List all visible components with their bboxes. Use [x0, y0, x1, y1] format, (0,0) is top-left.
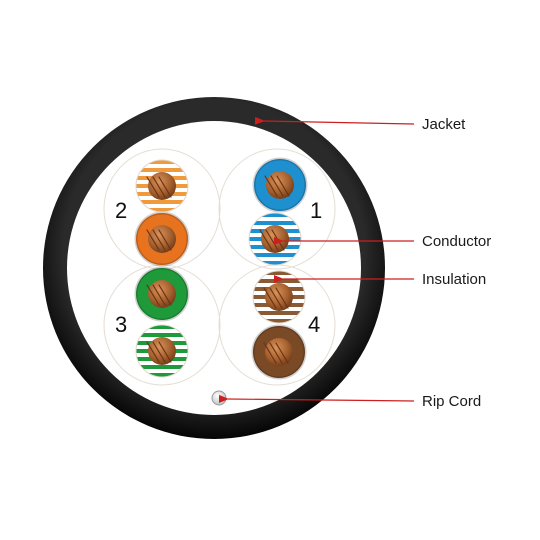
rip-cord-label: Rip Cord [422, 393, 481, 410]
brown-striped-wire-insulation-edge [252, 270, 306, 324]
green-solid-wire-strand [146, 284, 160, 306]
blue-solid-wire-strand [270, 175, 284, 197]
conductor-label: Conductor [422, 233, 491, 250]
green-striped-wire-stripe [136, 325, 188, 329]
blue-striped-wire-stripe [249, 261, 301, 265]
blue-striped-wire [248, 212, 302, 266]
brown-striped-wire [252, 270, 306, 324]
blue-solid-wire-strand [276, 175, 290, 197]
insulation-label: Insulation [422, 271, 486, 288]
blue-solid-wire-insulation-edge [252, 157, 308, 213]
green-striped-wire-stripe [136, 333, 188, 337]
green-solid-wire-insulation-edge [134, 266, 190, 322]
pair-number-2: 2 [115, 198, 127, 223]
blue-striped-wire-stripe [249, 221, 301, 225]
jacket-callout-line [254, 116, 415, 125]
orange-striped-wire-strand [158, 176, 172, 198]
brown-solid-wire-insulation-edge [251, 324, 307, 380]
green-striped-wire-strand [146, 341, 160, 363]
orange-striped-wire-strand [146, 176, 160, 198]
green-striped-wire-stripe [136, 373, 188, 377]
green-solid-wire-strand [158, 284, 172, 306]
blue-striped-wire-stripe [249, 213, 301, 217]
rip-cord-callout-line [218, 394, 415, 403]
rip-cord [211, 390, 227, 406]
blue-striped-wire-strand [259, 229, 273, 251]
orange-solid-wire-strand [158, 229, 172, 251]
pair-number-3: 3 [115, 312, 127, 337]
brown-solid-wire-strand [269, 342, 283, 364]
green-striped-wire-strand [152, 341, 166, 363]
green-striped-wire-insulation-edge [135, 324, 189, 378]
orange-striped-wire-stripe [136, 208, 188, 212]
callout-lines [218, 116, 415, 403]
orange-striped-wire-stripe [136, 168, 188, 172]
green-solid-wire-strand [152, 284, 166, 306]
pair-1-outline [218, 148, 336, 270]
orange-striped-wire-stripe [136, 160, 188, 164]
brown-striped-wire-strand [275, 287, 289, 309]
green-striped-wire [135, 324, 189, 378]
blue-solid-wire [252, 157, 308, 213]
orange-striped-wire-stripe [136, 200, 188, 204]
blue-solid-wire-strand [264, 175, 278, 197]
orange-striped-wire-strand [152, 176, 166, 198]
brown-striped-wire-stripe [253, 319, 305, 323]
blue-striped-wire-strand [265, 229, 279, 251]
green-striped-wire-stripe [136, 365, 188, 369]
brown-striped-wire-stripe [253, 271, 305, 275]
blue-striped-wire-insulation-edge [248, 212, 302, 266]
pair-number-4: 4 [308, 312, 320, 337]
orange-striped-wire-insulation-edge [135, 159, 189, 213]
brown-striped-wire-stripe [253, 311, 305, 315]
orange-solid-wire-strand [152, 229, 166, 251]
brown-striped-wire-strand [269, 287, 283, 309]
green-solid-wire [134, 266, 190, 322]
pair-number-1: 1 [310, 198, 322, 223]
orange-solid-wire-insulation-edge [134, 211, 190, 267]
orange-solid-wire-strand [146, 229, 160, 251]
brown-striped-wire-strand [263, 287, 277, 309]
green-striped-wire-strand [158, 341, 172, 363]
brown-solid-wire-strand [275, 342, 289, 364]
brown-solid-wire [251, 324, 307, 380]
jacket-label: Jacket [422, 116, 466, 133]
orange-striped-wire [135, 159, 189, 213]
orange-solid-wire [134, 211, 190, 267]
blue-striped-wire-stripe [249, 253, 301, 257]
brown-solid-wire-strand [263, 342, 277, 364]
